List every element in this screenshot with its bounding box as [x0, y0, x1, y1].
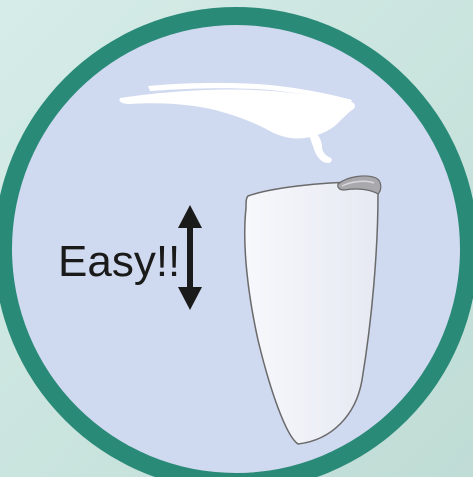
easy-label: Easy!! — [58, 237, 180, 286]
up-down-arrow-icon — [178, 205, 202, 310]
eyeglasses-frame-icon — [119, 82, 356, 163]
glasses-sleeve-icon — [244, 175, 382, 445]
